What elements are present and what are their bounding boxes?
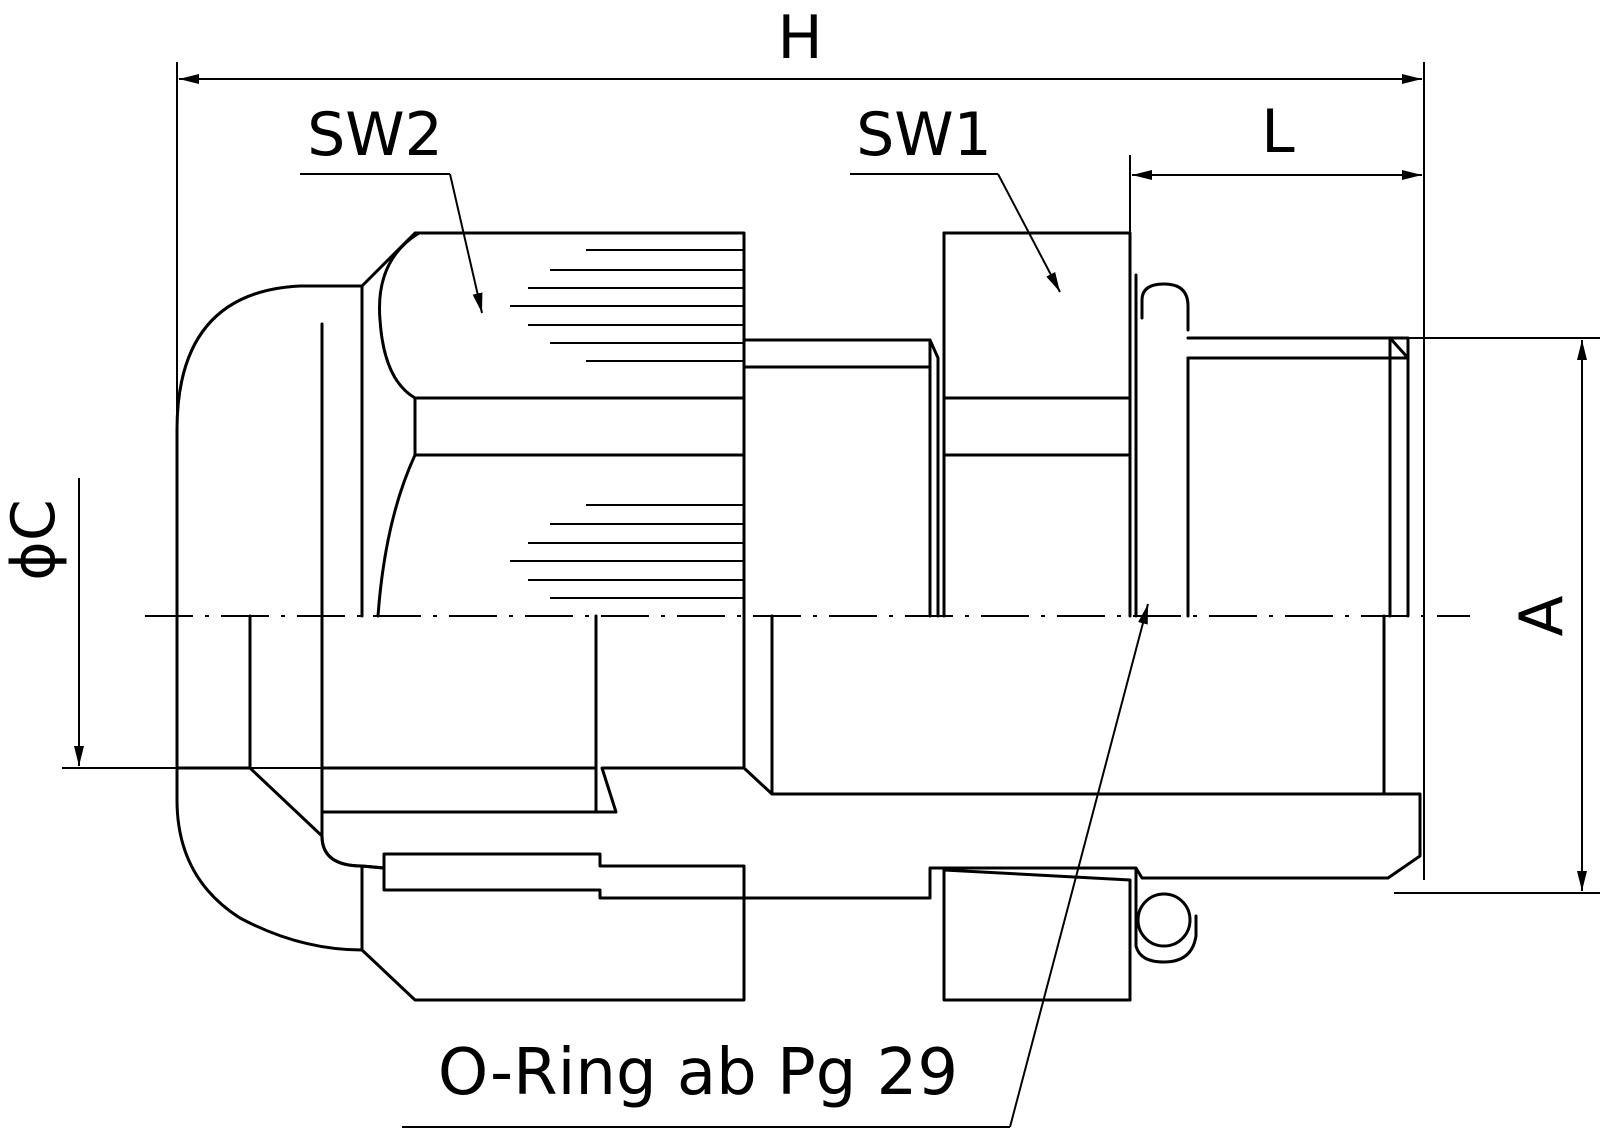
gland-section-view [175, 614, 1422, 1002]
leader-o-ring: O-Ring ab Pg 29 [402, 603, 1149, 1128]
label-h: H [777, 3, 822, 73]
dimension-phi-c: ϕC [0, 478, 330, 769]
o-ring-section [1136, 892, 1192, 948]
label-sw1: SW1 [856, 100, 992, 170]
label-o-ring: O-Ring ab Pg 29 [438, 1036, 958, 1110]
label-sw2: SW2 [307, 100, 443, 170]
leader-sw2: SW2 [300, 100, 483, 314]
knurl-lines-upper [510, 249, 744, 362]
leader-sw1: SW1 [850, 100, 1061, 293]
label-phi-c: ϕC [0, 499, 69, 580]
gland-exterior-view [175, 231, 1410, 618]
label-l: L [1261, 97, 1295, 167]
dimension-l: L [1129, 97, 1422, 238]
knurl-lines-lower [510, 504, 744, 599]
dimension-a: A [1394, 337, 1600, 894]
label-a: A [1507, 595, 1577, 636]
